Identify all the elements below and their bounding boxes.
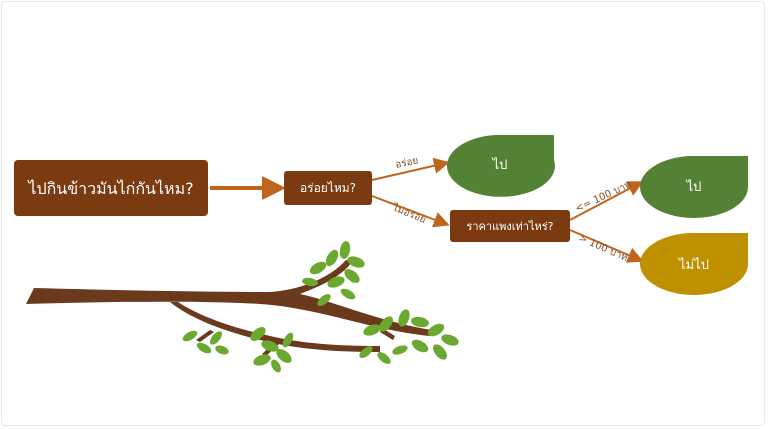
node-question: ไปกินข้าวมันไก่กันไหม? <box>14 160 208 216</box>
node-tasty-label: อร่อยไหม? <box>300 181 356 195</box>
leaf-cluster-top <box>302 241 365 306</box>
connector-tasty-to-go <box>371 157 450 181</box>
leaf-cluster-left <box>182 330 229 355</box>
leaf-go-right-label: ไป <box>686 179 702 195</box>
leaf-cluster-middle <box>250 327 294 373</box>
edge-label-not-tasty: ไม่อร่อย <box>390 201 428 226</box>
leaf-cluster-right <box>359 309 459 364</box>
connector-price-to-go <box>569 181 644 221</box>
leaf-go-top-label: ไป <box>492 157 508 173</box>
connector-price-to-nogo <box>569 229 644 263</box>
edge-label-le-100: <= 100 บาท <box>574 179 634 215</box>
leaf-no-go: ไม่ไป <box>640 233 748 295</box>
leaf-no-go-label: ไม่ไป <box>678 257 709 273</box>
node-price-label: ราคาแพงเท่าไหร่? <box>466 220 553 233</box>
leaf-go-top: ไป <box>446 135 555 197</box>
node-question-label: ไปกินข้าวมันไก่กันไหม? <box>26 179 193 198</box>
edge-label-gt-100: > 100 บาท <box>577 233 629 264</box>
node-tasty: อร่อยไหม? <box>284 171 372 205</box>
tree-branch-illustration <box>26 241 459 373</box>
edge-label-tasty: อร่อย <box>394 155 419 171</box>
connector-tasty-to-price <box>371 195 450 228</box>
leaf-go-right: ไป <box>640 156 748 218</box>
node-price: ราคาแพงเท่าไหร่? <box>450 210 570 242</box>
